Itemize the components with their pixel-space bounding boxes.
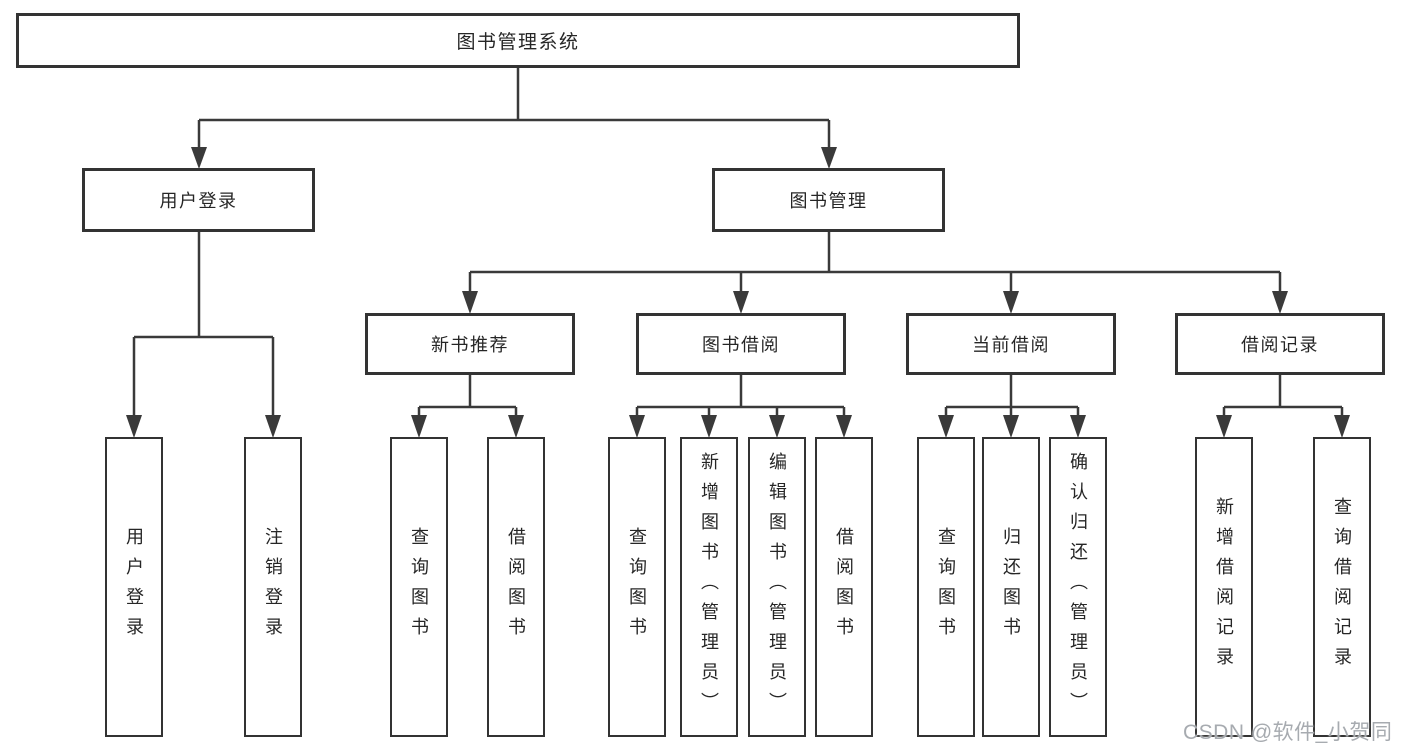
node-book-borrowing: 图书借阅 — [636, 313, 846, 375]
node-borrowing-records: 借阅记录 — [1175, 313, 1385, 375]
node-book-management: 图书管理 — [712, 168, 945, 232]
leaf-confirm-return-admin: 确认归还（管理员） — [1049, 437, 1107, 737]
leaf-edit-books-admin: 编辑图书（管理员） — [748, 437, 806, 737]
leaf-add-borrow-record: 新增借阅记录 — [1195, 437, 1253, 737]
node-book-management-label: 图书管理 — [789, 191, 868, 211]
leaf-query-books-current: 查询图书 — [917, 437, 975, 737]
leaf-borrow-books-recommend-label: 借阅图书 — [506, 527, 526, 647]
node-new-book-recommendation: 新书推荐 — [365, 313, 575, 375]
leaf-borrow-books-borrow: 借阅图书 — [815, 437, 873, 737]
leaf-query-books-recommend-label: 查询图书 — [409, 527, 429, 647]
leaf-query-borrow-record: 查询借阅记录 — [1313, 437, 1371, 737]
watermark: CSDN @软件_小贺同学 — [1183, 721, 1393, 744]
leaf-user-login: 用户登录 — [105, 437, 163, 737]
node-new-book-recommendation-label: 新书推荐 — [431, 335, 509, 355]
leaf-add-books-admin-label: 新增图书（管理员） — [699, 452, 719, 722]
node-library-system: 图书管理系统 — [16, 13, 1020, 68]
leaf-confirm-return-admin-label: 确认归还（管理员） — [1068, 452, 1088, 722]
leaf-borrow-books-borrow-label: 借阅图书 — [834, 527, 854, 647]
leaf-query-books-recommend: 查询图书 — [390, 437, 448, 737]
leaf-edit-books-admin-label: 编辑图书（管理员） — [767, 452, 787, 722]
leaf-add-books-admin: 新增图书（管理员） — [680, 437, 738, 737]
node-book-borrowing-label: 图书借阅 — [702, 335, 780, 355]
node-borrowing-records-label: 借阅记录 — [1241, 335, 1319, 355]
node-user-login-label: 用户登录 — [159, 191, 238, 211]
leaf-logout-label: 注销登录 — [263, 527, 283, 647]
leaf-query-borrow-record-label: 查询借阅记录 — [1332, 497, 1352, 677]
leaf-borrow-books-recommend: 借阅图书 — [487, 437, 545, 737]
leaf-return-books-label: 归还图书 — [1001, 527, 1021, 647]
node-current-borrowing-label: 当前借阅 — [972, 335, 1050, 355]
leaf-query-books-current-label: 查询图书 — [936, 527, 956, 647]
leaf-user-login-label: 用户登录 — [124, 527, 144, 647]
leaf-query-books-borrow-label: 查询图书 — [627, 527, 647, 647]
node-current-borrowing: 当前借阅 — [906, 313, 1116, 375]
node-user-login: 用户登录 — [82, 168, 315, 232]
leaf-logout: 注销登录 — [244, 437, 302, 737]
node-library-system-label: 图书管理系统 — [456, 32, 580, 53]
leaf-return-books: 归还图书 — [982, 437, 1040, 737]
leaf-query-books-borrow: 查询图书 — [608, 437, 666, 737]
leaf-add-borrow-record-label: 新增借阅记录 — [1214, 497, 1234, 677]
